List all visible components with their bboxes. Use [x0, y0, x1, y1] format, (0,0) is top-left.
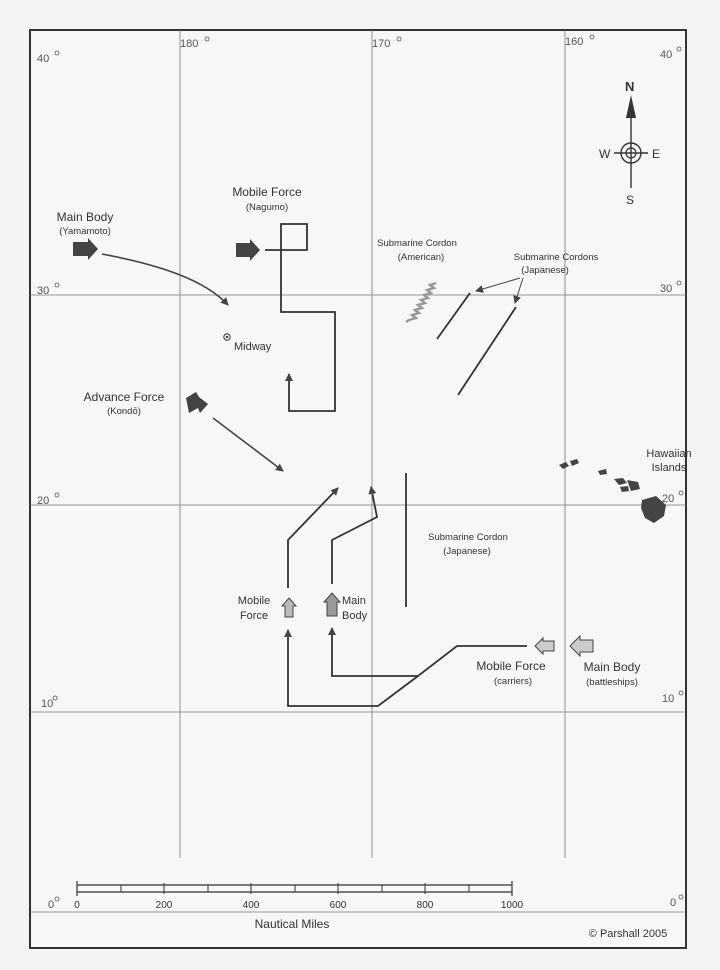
compass-n: N: [625, 79, 634, 94]
main-body-battleships-block-arrow-icon: [569, 634, 594, 658]
pointer-to-cordon-b: [513, 277, 524, 304]
lat-label-30-left: 30: [37, 285, 49, 297]
label-main-body-battleships: Main Body: [584, 660, 641, 674]
approach-track-mobile-force: [284, 629, 419, 707]
scale-tick-0: 0: [74, 900, 80, 911]
compass-w: W: [599, 147, 611, 161]
label-advance-force-kondo: Advance Force: [84, 390, 165, 404]
compass-rose-icon: [614, 95, 648, 188]
lon-label-170: 170: [372, 38, 390, 50]
mobile-force-south-block-arrow-icon: [280, 597, 298, 618]
japanese-sub-cordon-line-a: [436, 292, 471, 340]
label-islands: Islands: [652, 462, 687, 474]
label-sub-cordon-japanese: Submarine Cordon: [428, 532, 508, 543]
lon-label-160: 160: [565, 36, 583, 48]
mobile-force-nagumo-block-arrow-icon: [236, 239, 260, 261]
label-sub-cordon-american: Submarine Cordon: [377, 238, 457, 249]
japanese-sub-cordon-line-b: [457, 306, 517, 396]
compass-e: E: [652, 147, 660, 161]
main-body-south-block-arrow-icon: [322, 592, 342, 617]
main-body-yamamoto-block-arrow-icon: [73, 238, 98, 260]
map-frame: [29, 29, 687, 949]
scale-tick-800: 800: [417, 900, 434, 911]
label-main-body-yamamoto-sub: (Yamamoto): [59, 226, 111, 237]
lon-label-180: 180: [180, 38, 198, 50]
lat-label-40-right: 40: [660, 49, 672, 61]
midway-atoll-icon: [223, 333, 231, 341]
label-advance-force-kondo-sub: (Kondō): [107, 406, 141, 417]
label-main-body-battleships-sub: (battleships): [586, 677, 638, 688]
label-mobile-force-carriers-sub: (carriers): [494, 676, 532, 687]
mobile-force-carriers-block-arrow-icon: [534, 636, 555, 656]
mobile-force-nagumo-track: [265, 223, 336, 412]
advance-force-block-arrow-icon: [186, 392, 208, 413]
pointer-to-cordon-a: [475, 277, 521, 293]
label-sub-cordons-japanese-sub: (Japanese): [521, 265, 569, 276]
label-main-body-south-1: Main: [342, 595, 366, 607]
label-main-body-yamamoto: Main Body: [57, 210, 114, 224]
label-mobile-force-south-2: Force: [240, 610, 268, 622]
lat-label-20-left: 20: [37, 495, 49, 507]
american-submarine-cordon-icon: [405, 281, 437, 323]
credit-text: © Parshall 2005: [589, 928, 667, 940]
label-mobile-force-carriers: Mobile Force: [476, 659, 546, 673]
label-hawaiian: Hawaiian: [646, 448, 691, 460]
lat-label-0-right: 0: [670, 897, 676, 909]
label-sub-cordon-american-sub: (American): [398, 252, 444, 263]
compass-s: S: [626, 193, 634, 207]
scale-bar: [76, 881, 513, 896]
scale-tick-600: 600: [330, 900, 347, 911]
lat-label-10-right: 10: [662, 693, 674, 705]
label-sub-cordons-japanese: Submarine Cordons: [514, 252, 599, 263]
label-midway: Midway: [234, 341, 272, 353]
lat-label-40-left: 40: [37, 53, 49, 65]
hawaiian-islands-icon: [559, 459, 666, 523]
advance-force-track: [212, 417, 284, 472]
scale-tick-200: 200: [156, 900, 173, 911]
label-main-body-south-2: Body: [342, 610, 368, 622]
scale-tick-1000: 1000: [501, 900, 524, 911]
lat-label-10-left: 10: [41, 698, 53, 710]
lat-label-20-right: 20: [662, 493, 674, 505]
scale-tick-400: 400: [243, 900, 260, 911]
lat-label-0-left: 0: [48, 899, 54, 911]
main-body-yamamoto-track: [101, 253, 229, 306]
label-mobile-force-nagumo-sub: (Nagumo): [246, 202, 288, 213]
label-sub-cordon-japanese-sub: (Japanese): [443, 546, 491, 557]
main-body-south-track: [331, 486, 379, 584]
label-mobile-force-south-1: Mobile: [238, 595, 270, 607]
label-mobile-force-nagumo: Mobile Force: [232, 185, 302, 199]
lat-label-30-right: 30: [660, 283, 672, 295]
mobile-force-south-track: [287, 487, 339, 588]
scale-label: Nautical Miles: [255, 917, 330, 931]
